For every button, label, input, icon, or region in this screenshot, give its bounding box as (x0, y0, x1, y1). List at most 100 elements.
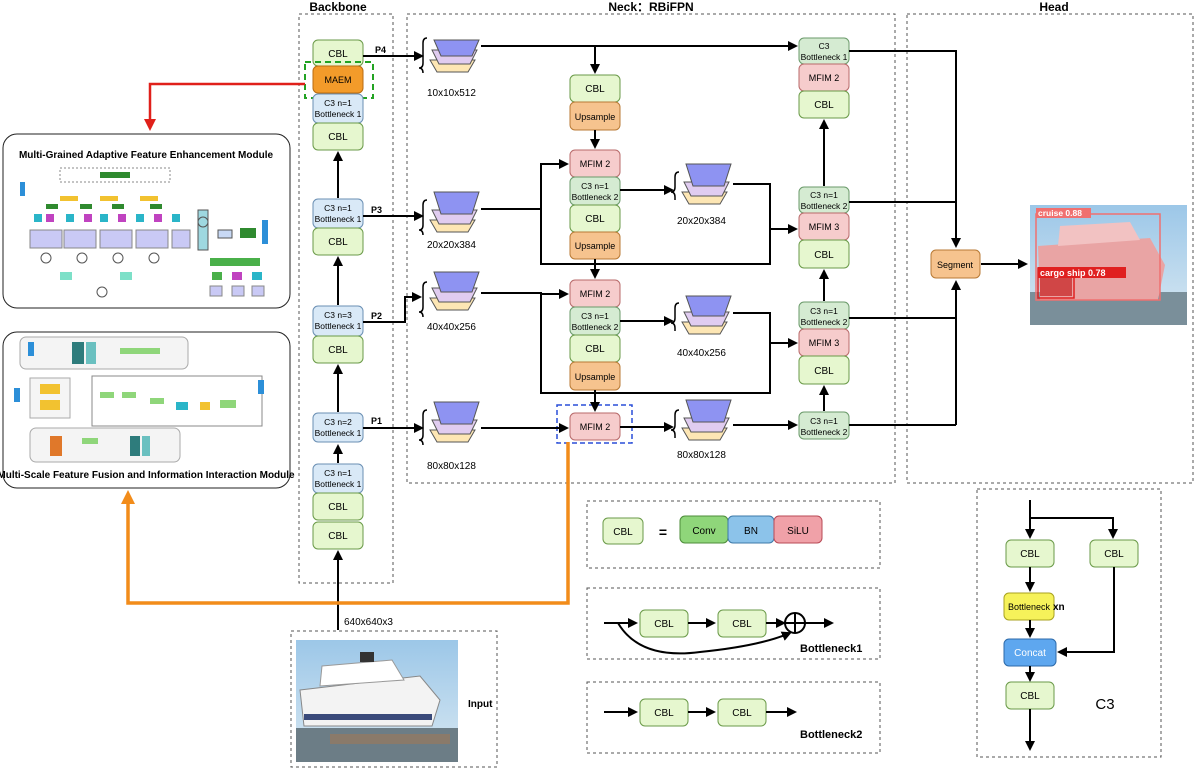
backbone-cbl-2: CBL (312, 122, 364, 151)
svg-text:CBL: CBL (585, 344, 605, 355)
svg-text:CBL: CBL (732, 619, 752, 630)
neck-mfim3-b: MFIM 3 (798, 328, 850, 357)
bottleneck1-legend-frame (586, 587, 881, 660)
neck-c3-right-3: C3 n=1 Bottleneck 2 (798, 301, 850, 330)
neck-mfim2-a: MFIM 2 (569, 149, 621, 178)
neck-cbl-right-3: CBL (798, 355, 850, 385)
svg-text:Bottleneck 1: Bottleneck 1 (315, 109, 362, 119)
svg-text:CBL: CBL (328, 345, 348, 356)
feature-map-40-backbone (418, 271, 480, 318)
svg-text:MAEM: MAEM (325, 75, 352, 85)
neck-cbl-top: CBL (569, 74, 621, 103)
mfim-callout-arrow (121, 442, 570, 605)
bottleneck1-legend: CBL CBL Bottleneck1 (604, 609, 862, 655)
svg-text:CBL: CBL (1020, 549, 1040, 560)
neck-mfim2-b: MFIM 2 (569, 279, 621, 308)
svg-text:CBL: CBL (654, 708, 674, 719)
neck-cbl-right-2: CBL (798, 239, 850, 269)
backbone-to-neck-arrows (363, 51, 424, 433)
backbone-frame (298, 13, 394, 584)
svg-text:CBL: CBL (585, 84, 605, 95)
svg-text:Bottleneck 1: Bottleneck 1 (315, 321, 362, 331)
svg-text:Bottleneck 2: Bottleneck 2 (572, 192, 619, 202)
svg-text:Segment: Segment (937, 260, 974, 270)
neck-c3-a: C3 n=1 Bottleneck 2 (569, 176, 621, 206)
input-size-label: 640x640x3 (344, 617, 393, 628)
svg-text:CBL: CBL (1104, 549, 1124, 560)
maem-panel: Multi-Grained Adaptive Feature Enhanceme… (2, 133, 291, 309)
svg-text:Upsample: Upsample (575, 241, 616, 251)
detection-label-cruise: cruise 0.88 (1038, 208, 1082, 218)
svg-text:Bottleneck 2: Bottleneck 2 (572, 322, 619, 332)
feature-map-40-neck (670, 295, 732, 335)
svg-text:CBL: CBL (814, 250, 834, 261)
input-label: Input (468, 699, 493, 710)
svg-text:CBL: CBL (328, 132, 348, 143)
p4-label: P4 (375, 45, 386, 55)
svg-text:CBL: CBL (328, 49, 348, 60)
neck-mfim2-top: MFIM 2 (798, 63, 850, 92)
svg-text:CBL: CBL (613, 527, 633, 538)
maem-highlight-box (304, 61, 374, 99)
svg-text:MFIM 3: MFIM 3 (809, 222, 840, 232)
neck-c3-top: C3 Bottleneck 1 (798, 37, 850, 65)
svg-text:C3 n=3: C3 n=3 (324, 310, 352, 320)
detection-label-cargo: cargo ship 0.78 (1040, 268, 1106, 278)
svg-text:C3 n=1: C3 n=1 (810, 190, 838, 200)
feature-map-10 (418, 37, 480, 74)
svg-text:Conv: Conv (692, 526, 715, 537)
feature-label-80-neck: 80x80x128 (677, 450, 726, 461)
p2-label: P2 (371, 311, 382, 321)
backbone-c3-block-p3: C3 n=1 Bottleneck 1 (312, 198, 364, 229)
backbone-maem: MAEM (312, 65, 364, 94)
svg-text:CBL: CBL (814, 100, 834, 111)
svg-text:C3 n=1: C3 n=1 (810, 416, 838, 426)
svg-text:Upsample: Upsample (575, 112, 616, 122)
feature-label-40-backbone: 40x40x256 (427, 322, 476, 333)
feature-label-40-neck: 40x40x256 (677, 348, 726, 359)
neck-upsample-1: Upsample (569, 101, 621, 131)
mfim-panel-title: Multi-Scale Feature Fusion and Informati… (0, 470, 295, 481)
svg-text:=: = (659, 524, 667, 540)
neck-c3-right-4: C3 n=1 Bottleneck 2 (798, 411, 850, 440)
neck-upsample-2: Upsample (569, 231, 621, 260)
svg-text:CBL: CBL (1020, 691, 1040, 702)
svg-text:C3 n=1: C3 n=1 (324, 203, 352, 213)
svg-text:MFIM 2: MFIM 2 (580, 422, 611, 432)
svg-text:Bottleneck 1: Bottleneck 1 (315, 479, 362, 489)
svg-text:CBL: CBL (654, 619, 674, 630)
bottleneck2-legend-frame (586, 681, 881, 754)
svg-text:SiLU: SiLU (787, 526, 809, 537)
svg-text:MFIM 2: MFIM 2 (580, 159, 611, 169)
backbone-c3-block-p4: C3 n=1 Bottleneck 1 (312, 93, 364, 124)
neck-title: Neck：RBiFPN (608, 0, 693, 14)
segment-block: Segment (930, 249, 981, 279)
svg-text:CBL: CBL (732, 708, 752, 719)
neck-arrows (481, 41, 1028, 433)
svg-text:xn: xn (1053, 602, 1065, 613)
svg-text:C3: C3 (1095, 696, 1114, 713)
neck-frame (406, 13, 896, 484)
backbone-cbl-4: CBL (312, 335, 364, 364)
cbl-legend-frame (586, 500, 881, 569)
svg-text:Bottleneck 2: Bottleneck 2 (801, 201, 848, 211)
svg-text:C3 n=1: C3 n=1 (324, 468, 352, 478)
svg-text:CBL: CBL (328, 531, 348, 542)
maem-callout-arrow (144, 82, 305, 131)
svg-text:CBL: CBL (585, 214, 605, 225)
head-title: Head (1039, 0, 1068, 14)
neck-mfim2-c: MFIM 2 (569, 412, 621, 441)
svg-text:MFIM 2: MFIM 2 (580, 289, 611, 299)
c3-legend: CBL CBL Bottleneck xn Concat CBL C3 (1003, 500, 1139, 751)
detection-result-image: cruise 0.88 cargo ship 0.78 (1030, 205, 1187, 325)
feature-map-20-neck (670, 163, 732, 205)
neck-c3-b: C3 n=1 Bottleneck 2 (569, 306, 621, 336)
svg-text:CBL: CBL (814, 366, 834, 377)
feature-map-80-neck (670, 399, 732, 441)
neck-cbl-right-1: CBL (798, 90, 850, 119)
svg-text:Concat: Concat (1014, 648, 1046, 659)
svg-text:MFIM 3: MFIM 3 (809, 338, 840, 348)
mfim-panel: Multi-Scale Feature Fusion and Informati… (0, 331, 295, 489)
input-image (296, 640, 458, 762)
